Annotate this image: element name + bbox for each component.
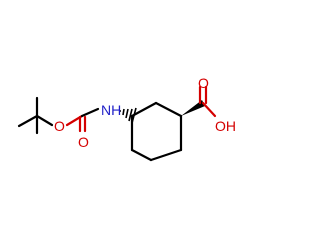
ring-bond-2 xyxy=(130,148,153,162)
molecule-structure: NH O O O OH xyxy=(17,75,236,162)
atom-ester-o: O xyxy=(54,118,65,134)
bond-carbonyl-c-to-n xyxy=(80,107,100,118)
carbamate-group xyxy=(65,107,100,133)
atom-acid-carbonyl-o: O xyxy=(198,75,209,91)
bond-quaternary-c-to-o xyxy=(35,114,54,127)
ring-bond-5 xyxy=(154,101,183,118)
carboxylic-acid-group xyxy=(198,85,217,118)
acid-single-bond-to-oh xyxy=(201,101,217,118)
atom-nh: NH xyxy=(101,102,121,118)
hash-4 xyxy=(128,108,133,122)
ring-bond-3 xyxy=(149,148,183,162)
bond-methyl-left xyxy=(17,114,39,128)
ring-bond-6 xyxy=(130,101,158,118)
hash-2 xyxy=(122,108,125,116)
solid-wedge-bond xyxy=(181,100,205,116)
atom-acid-oh: OH xyxy=(215,118,236,134)
hash-3 xyxy=(125,108,129,119)
tert-butyl-group xyxy=(17,96,54,135)
cyclohexane-ring xyxy=(130,101,183,162)
atom-carbamate-carbonyl-o: O xyxy=(78,134,89,150)
